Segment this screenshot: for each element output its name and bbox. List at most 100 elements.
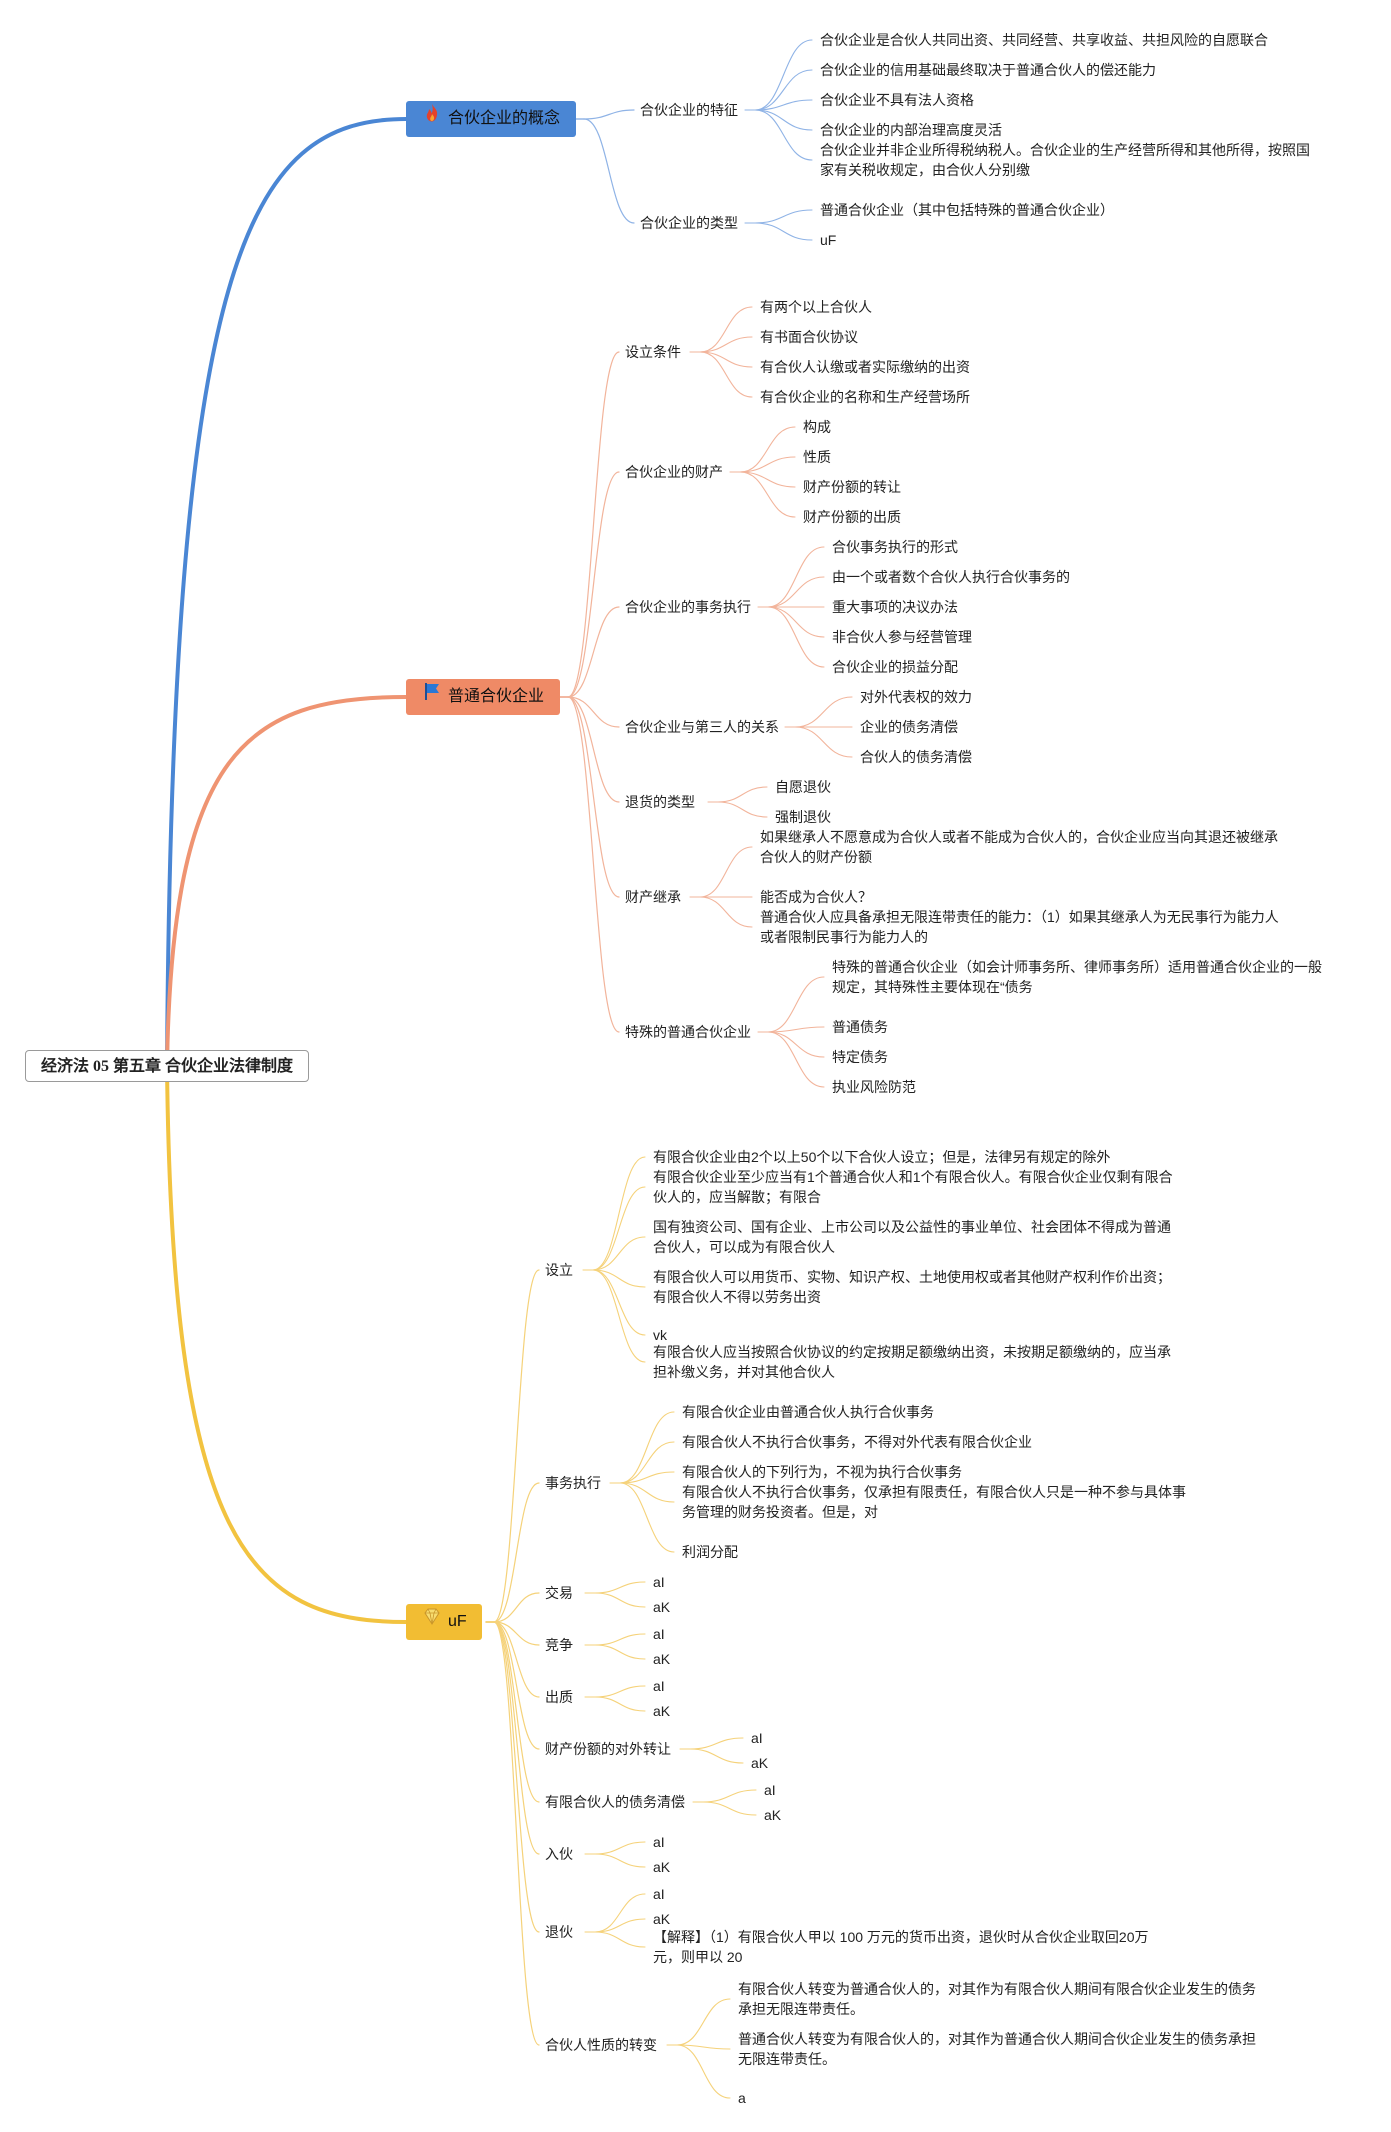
item-yellow-5-0[interactable]: aI: [751, 1730, 763, 1746]
item-yellow-0-3[interactable]: 有限合伙人可以用货币、实物、知识产权、土地使用权或者其他财产权利作价出资；有限合…: [653, 1269, 1171, 1305]
item-blue-0-3[interactable]: 合伙企业的内部治理高度灵活: [820, 122, 1002, 138]
item-orange-5-0[interactable]: 如果继承人不愿意成为合伙人或者不能成为合伙人的，合伙企业应当向其退还被继承合伙人…: [760, 829, 1278, 865]
item-yellow-1-3[interactable]: 有限合伙人不执行合伙事务，仅承担有限责任，有限合伙人只是一种不参与具体事务管理的…: [682, 1484, 1186, 1520]
item-yellow-0-0[interactable]: 有限合伙企业由2个以上50个以下合伙人设立；但是，法律另有规定的除外: [653, 1149, 1111, 1165]
item-orange-4-0[interactable]: 自愿退伙: [775, 779, 831, 795]
group-label-yellow-7[interactable]: 入伙: [545, 1846, 573, 1862]
item-blue-0-2[interactable]: 合伙企业不具有法人资格: [820, 92, 974, 108]
item-yellow-0-4[interactable]: vk: [653, 1327, 667, 1343]
branch-yellow-node[interactable]: uF: [406, 1604, 482, 1640]
connector-blue-item-1-0: [754, 209, 813, 224]
item-orange-2-4[interactable]: 合伙企业的损益分配: [832, 659, 958, 675]
item-orange-0-1[interactable]: 有书面合伙协议: [760, 329, 858, 345]
item-yellow-7-0[interactable]: aI: [653, 1834, 665, 1850]
item-orange-6-3[interactable]: 执业风险防范: [832, 1079, 916, 1095]
item-orange-2-0[interactable]: 合伙事务执行的形式: [832, 539, 958, 555]
item-orange-6-0[interactable]: 特殊的普通合伙企业（如会计师事务所、律师事务所）适用普通合伙企业的一般规定，其特…: [832, 959, 1322, 995]
item-orange-1-3[interactable]: 财产份额的出质: [803, 509, 901, 525]
group-label-orange-3[interactable]: 合伙企业与第三人的关系: [625, 719, 779, 735]
item-orange-6-1[interactable]: 普通债务: [832, 1019, 888, 1035]
item-blue-0-4[interactable]: 合伙企业并非企业所得税纳税人。合伙企业的生产经营所得和其他所得，按照国家有关税收…: [820, 142, 1310, 178]
connector-root-orange: [165, 695, 408, 1068]
gem-icon: [422, 1604, 442, 1640]
item-yellow-1-2[interactable]: 有限合伙人的下列行为，不视为执行合伙事务: [682, 1464, 962, 1480]
connector-yellow-item-4-0: [594, 1685, 646, 1698]
group-label-orange-6[interactable]: 特殊的普通合伙企业: [625, 1024, 751, 1040]
item-yellow-3-0[interactable]: aI: [653, 1626, 665, 1642]
item-blue-1-1[interactable]: uF: [820, 232, 837, 248]
item-orange-0-3[interactable]: 有合伙企业的名称和生产经营场所: [760, 389, 970, 405]
connector-yellow-item-4-1: [594, 1696, 646, 1712]
connector-yellow-item-3-1: [594, 1644, 646, 1660]
connector-orange-item-0-2: [699, 351, 753, 368]
group-label-orange-5[interactable]: 财产继承: [625, 889, 681, 905]
item-blue-1-0[interactable]: 普通合伙企业（其中包括特殊的普通合伙企业）: [820, 202, 1114, 218]
item-yellow-9-1[interactable]: 普通合伙人转变为有限合伙人的，对其作为普通合伙人期间合伙企业发生的债务承担无限连…: [738, 2031, 1256, 2067]
item-blue-0-0[interactable]: 合伙企业是合伙人共同出资、共同经营、共享收益、共担风险的自愿联合: [820, 32, 1268, 48]
item-orange-2-1[interactable]: 由一个或者数个合伙人执行合伙事务的: [832, 569, 1070, 585]
root-node[interactable]: 经济法 05 第五章 合伙企业法律制度: [25, 1050, 309, 1082]
group-label-orange-0[interactable]: 设立条件: [625, 344, 681, 360]
item-orange-3-2[interactable]: 合伙人的债务清偿: [860, 749, 972, 765]
item-yellow-8-0[interactable]: aI: [653, 1886, 665, 1902]
group-label-yellow-3[interactable]: 竞争: [545, 1637, 573, 1653]
item-yellow-9-2[interactable]: a: [738, 2090, 746, 2106]
branch-blue-node[interactable]: 合伙企业的概念: [406, 101, 576, 137]
item-orange-0-0[interactable]: 有两个以上合伙人: [760, 299, 872, 315]
connector-yellow-item-8-2: [594, 1931, 646, 1948]
item-orange-5-2[interactable]: 普通合伙人应具备承担无限连带责任的能力：（1）如果其继承人为无民事行为能力人或者…: [760, 909, 1279, 945]
item-orange-3-0[interactable]: 对外代表权的效力: [860, 689, 972, 705]
item-orange-2-3[interactable]: 非合伙人参与经营管理: [832, 629, 972, 645]
item-orange-2-2[interactable]: 重大事项的决议办法: [832, 599, 958, 615]
item-yellow-1-4[interactable]: 利润分配: [682, 1544, 738, 1560]
connector-yellow-item-0-2: [592, 1236, 646, 1271]
item-blue-0-1[interactable]: 合伙企业的信用基础最终取决于普通合伙人的偿还能力: [820, 62, 1156, 78]
item-yellow-9-0[interactable]: 有限合伙人转变为普通合伙人的，对其作为有限合伙人期间有限合伙企业发生的债务承担无…: [738, 1981, 1256, 2017]
item-yellow-2-1[interactable]: aK: [653, 1599, 671, 1615]
connector-orange-item-6-2: [767, 1031, 825, 1058]
item-yellow-8-1[interactable]: aK: [653, 1911, 671, 1927]
item-orange-0-2[interactable]: 有合伙人认缴或者实际缴纳的出资: [760, 359, 970, 375]
item-yellow-2-0[interactable]: aI: [653, 1574, 665, 1590]
item-yellow-8-2[interactable]: 【解释】（1）有限合伙人甲以 100 万元的货币出资，退伙时从合伙企业取回20万…: [653, 1929, 1149, 1965]
item-yellow-0-5[interactable]: 有限合伙人应当按照合伙协议的约定按期足额缴纳出资，未按期足额缴纳的，应当承担补缴…: [653, 1344, 1171, 1380]
group-label-yellow-8[interactable]: 退伙: [545, 1924, 573, 1940]
item-yellow-1-1[interactable]: 有限合伙人不执行合伙事务，不得对外代表有限合伙企业: [682, 1434, 1032, 1450]
connector-orange-item-2-1: [767, 576, 825, 608]
group-label-yellow-6[interactable]: 有限合伙人的债务清偿: [545, 1794, 685, 1810]
item-yellow-4-0[interactable]: aI: [653, 1678, 665, 1694]
group-label-yellow-9[interactable]: 合伙人性质的转变: [545, 2037, 657, 2053]
item-yellow-6-0[interactable]: aI: [764, 1782, 776, 1798]
group-label-yellow-4[interactable]: 出质: [545, 1689, 573, 1705]
branch-orange-node[interactable]: 普通合伙企业: [406, 679, 560, 715]
item-orange-6-2[interactable]: 特定债务: [832, 1049, 888, 1065]
connector-yellow-item-8-0: [594, 1893, 646, 1933]
item-yellow-1-0[interactable]: 有限合伙企业由普通合伙人执行合伙事务: [682, 1404, 934, 1420]
group-label-yellow-5[interactable]: 财产份额的对外转让: [545, 1741, 671, 1757]
connector-yellow-item-5-1: [689, 1748, 744, 1764]
item-yellow-0-1[interactable]: 有限合伙企业至少应当有1个普通合伙人和1个有限合伙人。有限合伙企业仅剩有限合伙人…: [653, 1169, 1173, 1205]
connector-yellow-group-8: [493, 1621, 540, 1933]
group-label-orange-4[interactable]: 退货的类型: [625, 794, 695, 810]
group-label-orange-1[interactable]: 合伙企业的财产: [625, 464, 723, 480]
group-label-yellow-1[interactable]: 事务执行: [545, 1475, 601, 1491]
item-yellow-5-1[interactable]: aK: [751, 1755, 769, 1771]
item-yellow-4-1[interactable]: aK: [653, 1703, 671, 1719]
item-yellow-3-1[interactable]: aK: [653, 1651, 671, 1667]
item-orange-1-0[interactable]: 构成: [803, 419, 831, 435]
item-orange-4-1[interactable]: 强制退伙: [775, 809, 831, 825]
item-yellow-6-1[interactable]: aK: [764, 1807, 782, 1823]
group-label-yellow-2[interactable]: 交易: [545, 1585, 573, 1601]
item-yellow-7-1[interactable]: aK: [653, 1859, 671, 1875]
item-yellow-0-2[interactable]: 国有独资公司、国有企业、上市公司以及公益性的事业单位、社会团体不得成为普通合伙人…: [653, 1219, 1171, 1255]
item-orange-5-1[interactable]: 能否成为合伙人？: [760, 889, 872, 905]
connector-orange-item-6-3: [767, 1031, 825, 1088]
item-orange-3-1[interactable]: 企业的债务清偿: [860, 719, 958, 735]
item-orange-1-2[interactable]: 财产份额的转让: [803, 479, 901, 495]
group-label-yellow-0[interactable]: 设立: [545, 1262, 573, 1278]
group-label-blue-1[interactable]: 合伙企业的类型: [640, 215, 738, 231]
group-label-orange-2[interactable]: 合伙企业的事务执行: [625, 599, 751, 615]
item-orange-1-1[interactable]: 性质: [803, 449, 831, 465]
branch-blue-label: 合伙企业的概念: [448, 110, 561, 127]
group-label-blue-0[interactable]: 合伙企业的特征: [640, 102, 738, 118]
